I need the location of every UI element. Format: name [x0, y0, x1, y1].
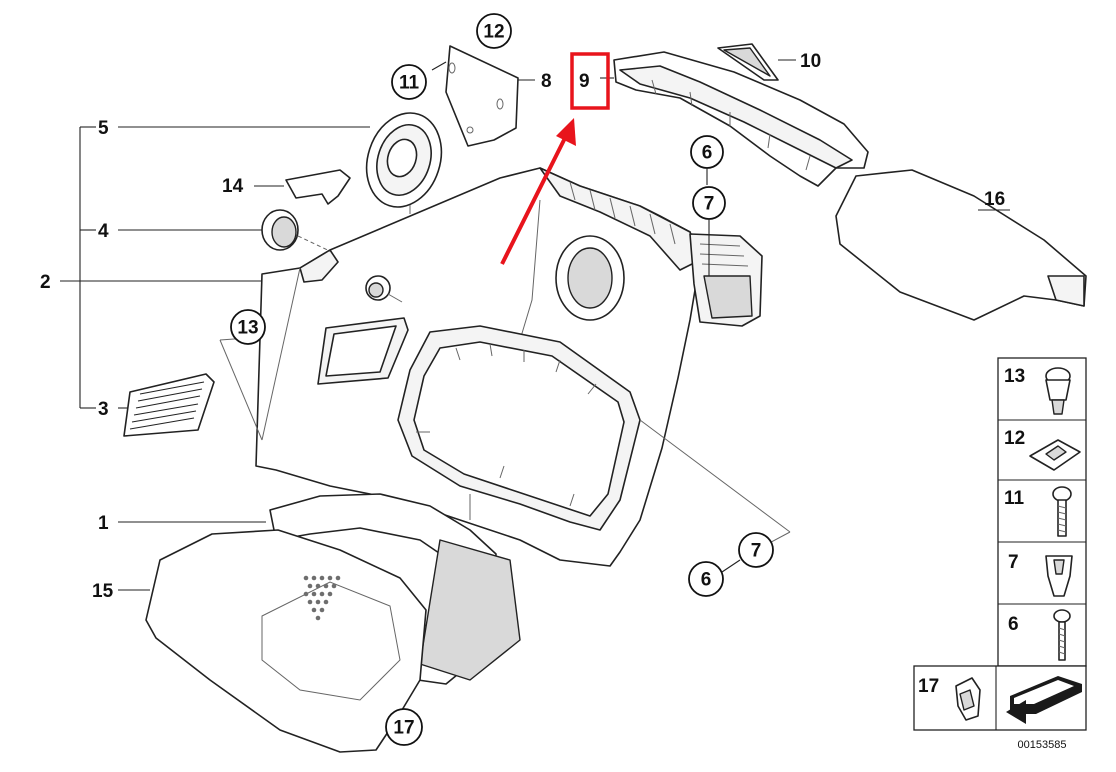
label-13-left: 13 [237, 318, 258, 339]
label-12: 12 [483, 22, 504, 43]
part-16-panel-cover [835, 169, 1087, 321]
label-11: 11 [399, 73, 420, 94]
legend-label-13: 13 [1004, 366, 1025, 387]
label-7-top: 7 [704, 194, 715, 215]
part-2-side-trim-panel [219, 167, 791, 567]
callout-6-bottom: 6 [688, 559, 741, 597]
label-3: 3 [98, 399, 109, 420]
label-10: 10 [800, 51, 821, 72]
label-7-bottom: 7 [751, 541, 762, 562]
part-8-cover-plate [431, 45, 535, 147]
legend-label-11: 11 [1004, 488, 1025, 509]
legend-label-6: 6 [1008, 614, 1019, 635]
clip-7-icon [1045, 555, 1073, 597]
rear-bracket [689, 233, 763, 327]
callout-7-bottom: 7 [738, 532, 774, 568]
callout-11: 11 [391, 64, 427, 100]
callout-17: 17 [385, 708, 423, 746]
label-9: 9 [579, 71, 590, 92]
part-15-speaker-cover [118, 529, 427, 753]
part-9-upper-trim [600, 51, 869, 187]
part-4-cap [261, 209, 337, 255]
highlight-box-9 [570, 52, 610, 110]
label-6-top: 6 [702, 143, 713, 164]
legend-label-7: 7 [1008, 552, 1019, 573]
legend-bottom [913, 665, 1087, 731]
label-15: 15 [92, 581, 114, 602]
callout-13-left: 13 [230, 309, 266, 345]
clip-13-icon [1045, 367, 1071, 415]
label-17: 17 [393, 718, 414, 739]
label-16: 16 [984, 189, 1005, 210]
legend-label-17: 17 [918, 676, 939, 697]
legend-label-12: 12 [1004, 428, 1025, 449]
callout-7-top: 7 [692, 186, 726, 276]
label-6-bottom: 6 [701, 570, 712, 591]
part-1-lower-frame [118, 493, 521, 685]
part-10-small-cover [717, 43, 796, 81]
hardware-legend [997, 357, 1087, 667]
label-2: 2 [40, 272, 51, 293]
drawing-code: 00153585 [1018, 739, 1067, 751]
callout-6-top: 6 [690, 135, 724, 185]
label-14: 14 [222, 176, 244, 197]
part-5-speaker-ring [365, 112, 443, 214]
part-3-vent-grille [123, 373, 215, 437]
screw-6-icon [1053, 609, 1071, 661]
label-4: 4 [98, 221, 109, 242]
label-8: 8 [541, 71, 552, 92]
nut-12-icon [1029, 439, 1081, 471]
clip-17-icon [955, 677, 981, 721]
screw-11-icon [1052, 486, 1072, 537]
label-5: 5 [98, 118, 109, 139]
part-14-clip [254, 169, 351, 205]
label-1: 1 [98, 513, 109, 534]
speaker-mesh-pattern [303, 575, 341, 621]
highlight-arrow [500, 118, 576, 265]
direction-arrow-icon [1006, 676, 1082, 724]
callout-12: 12 [476, 13, 512, 49]
